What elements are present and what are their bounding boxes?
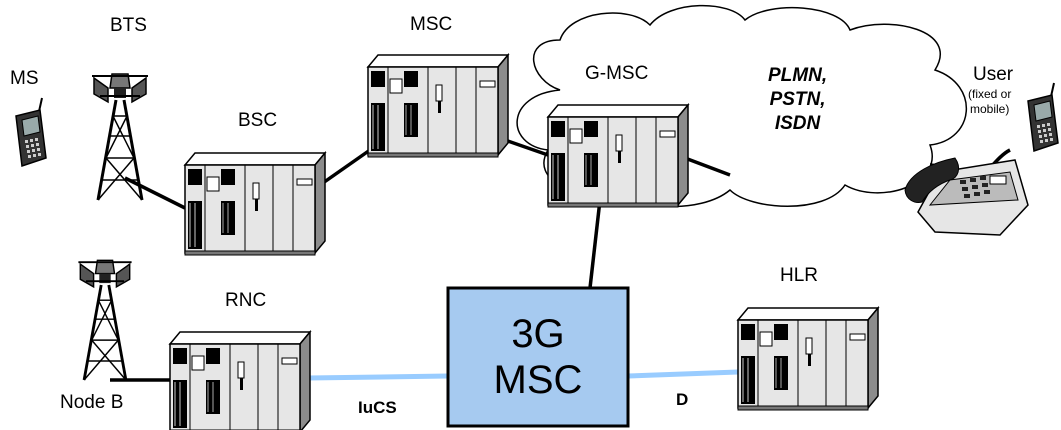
msc-label: MSC [410, 14, 453, 35]
iucs-label: IuCS [358, 398, 397, 417]
user-note: (fixed or mobile) [968, 87, 1011, 117]
bsc-label: BSC [238, 110, 278, 131]
rnc-label: RNC [225, 290, 267, 311]
ms-label: MS [10, 68, 39, 89]
rnc-switch-icon [169, 331, 311, 430]
hlr-label: HLR [780, 265, 819, 286]
bsc-switch-icon [184, 152, 326, 256]
user-note-line-1: (fixed or [968, 87, 1012, 101]
desk-telephone-icon [904, 157, 1029, 236]
user-note-line-2: mobile) [970, 102, 1010, 116]
hlr-switch-icon [737, 307, 879, 411]
node-b-label: Node B [60, 392, 124, 413]
network-isdn: ISDN [774, 113, 821, 134]
radio-links [307, 369, 739, 381]
node-b-tower-icon [76, 258, 134, 382]
network-pstn: PSTN, [769, 89, 826, 110]
bts-label: BTS [110, 15, 147, 36]
ms-phone-icon [15, 97, 47, 167]
network-plmn: PLMN, [768, 65, 828, 86]
user-label: User [973, 64, 1014, 85]
d-interface-label: D [676, 390, 689, 409]
gmsc-label: G-MSC [585, 63, 649, 84]
3g-msc-box [446, 286, 630, 428]
gmsc-switch-icon [547, 104, 689, 208]
msc-switch-icon [367, 54, 509, 158]
bts-tower-icon [90, 72, 150, 202]
user-mobile-phone-icon [1027, 82, 1059, 152]
networks-label: PLMN, PSTN, ISDN [768, 64, 827, 136]
